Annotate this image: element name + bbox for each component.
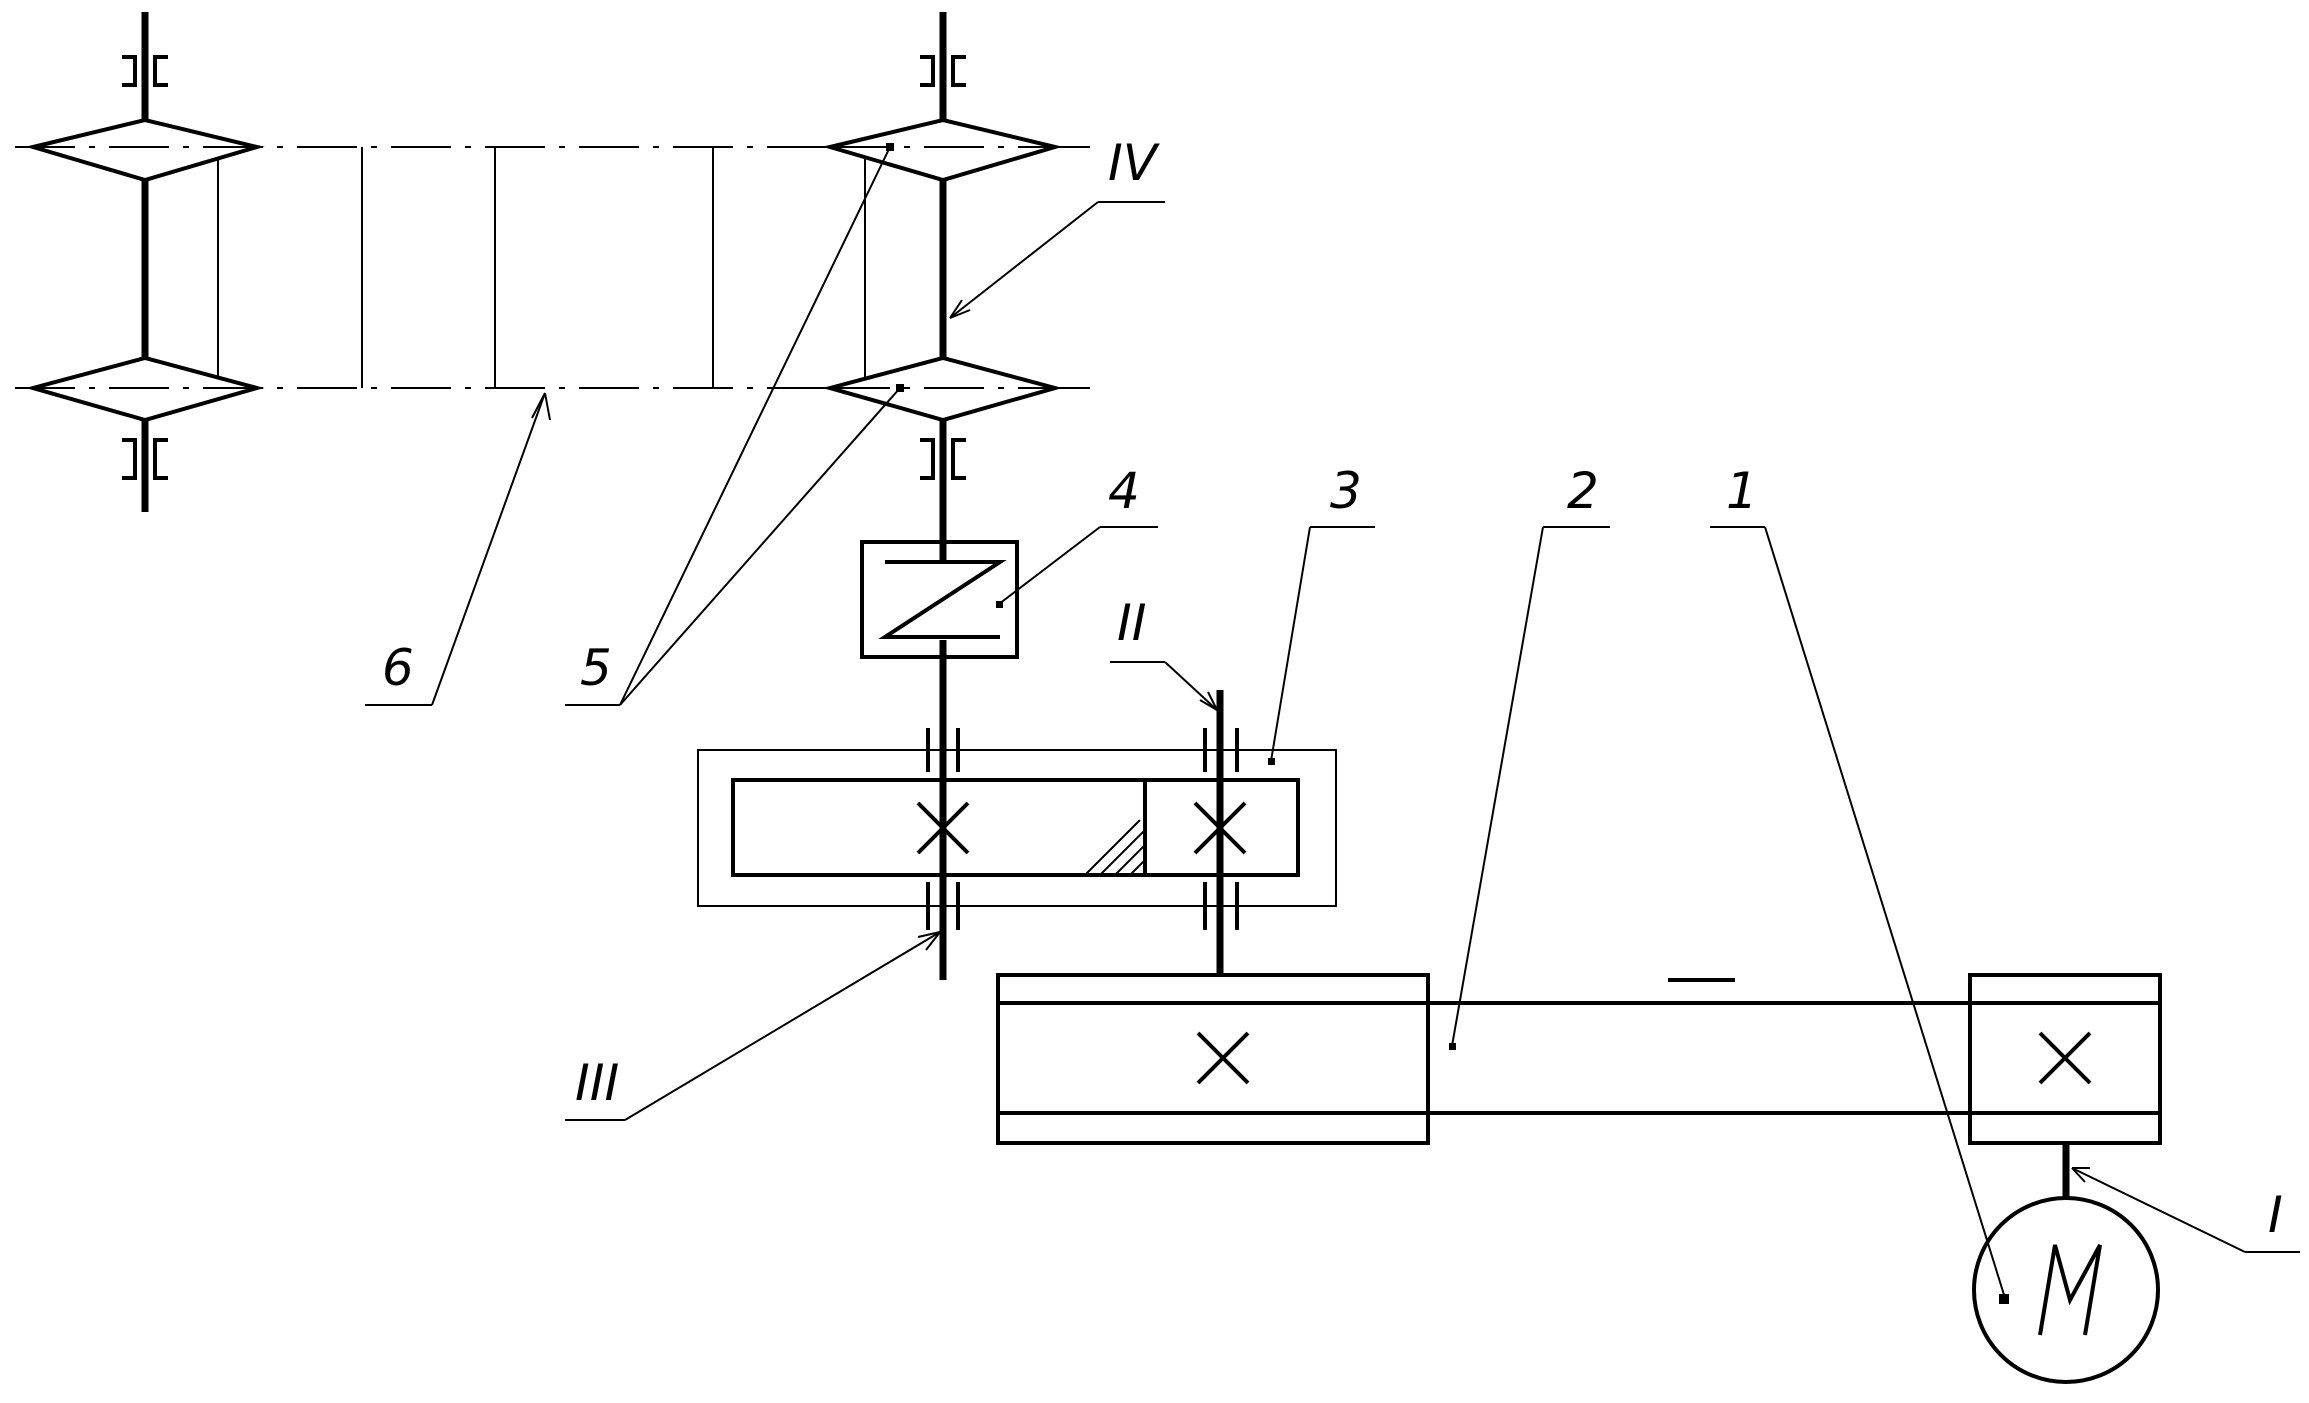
label-shaft-I: I bbox=[2268, 1186, 2283, 1244]
label-4: 4 bbox=[1108, 462, 1140, 520]
label-1: 1 bbox=[1726, 462, 1758, 520]
label-2: 2 bbox=[1567, 462, 1599, 520]
belt-drive bbox=[996, 973, 2162, 1145]
motor bbox=[1972, 1143, 2160, 1384]
label-shaft-IV: IV bbox=[1108, 134, 1161, 192]
shaft-IV bbox=[822, 12, 1090, 980]
label-6: 6 bbox=[382, 639, 414, 697]
left-shaft bbox=[15, 12, 265, 512]
leaders bbox=[365, 143, 2300, 1299]
label-shaft-II: II bbox=[1117, 594, 1147, 652]
coupling bbox=[860, 540, 1019, 659]
gearbox bbox=[697, 690, 1337, 975]
label-5: 5 bbox=[580, 639, 612, 697]
label-shaft-III: III bbox=[575, 1054, 619, 1112]
labels: 1 2 3 4 5 6 IV II III I M bbox=[382, 134, 2283, 1244]
label-3: 3 bbox=[1330, 462, 1362, 520]
chain-drive bbox=[15, 146, 1090, 389]
